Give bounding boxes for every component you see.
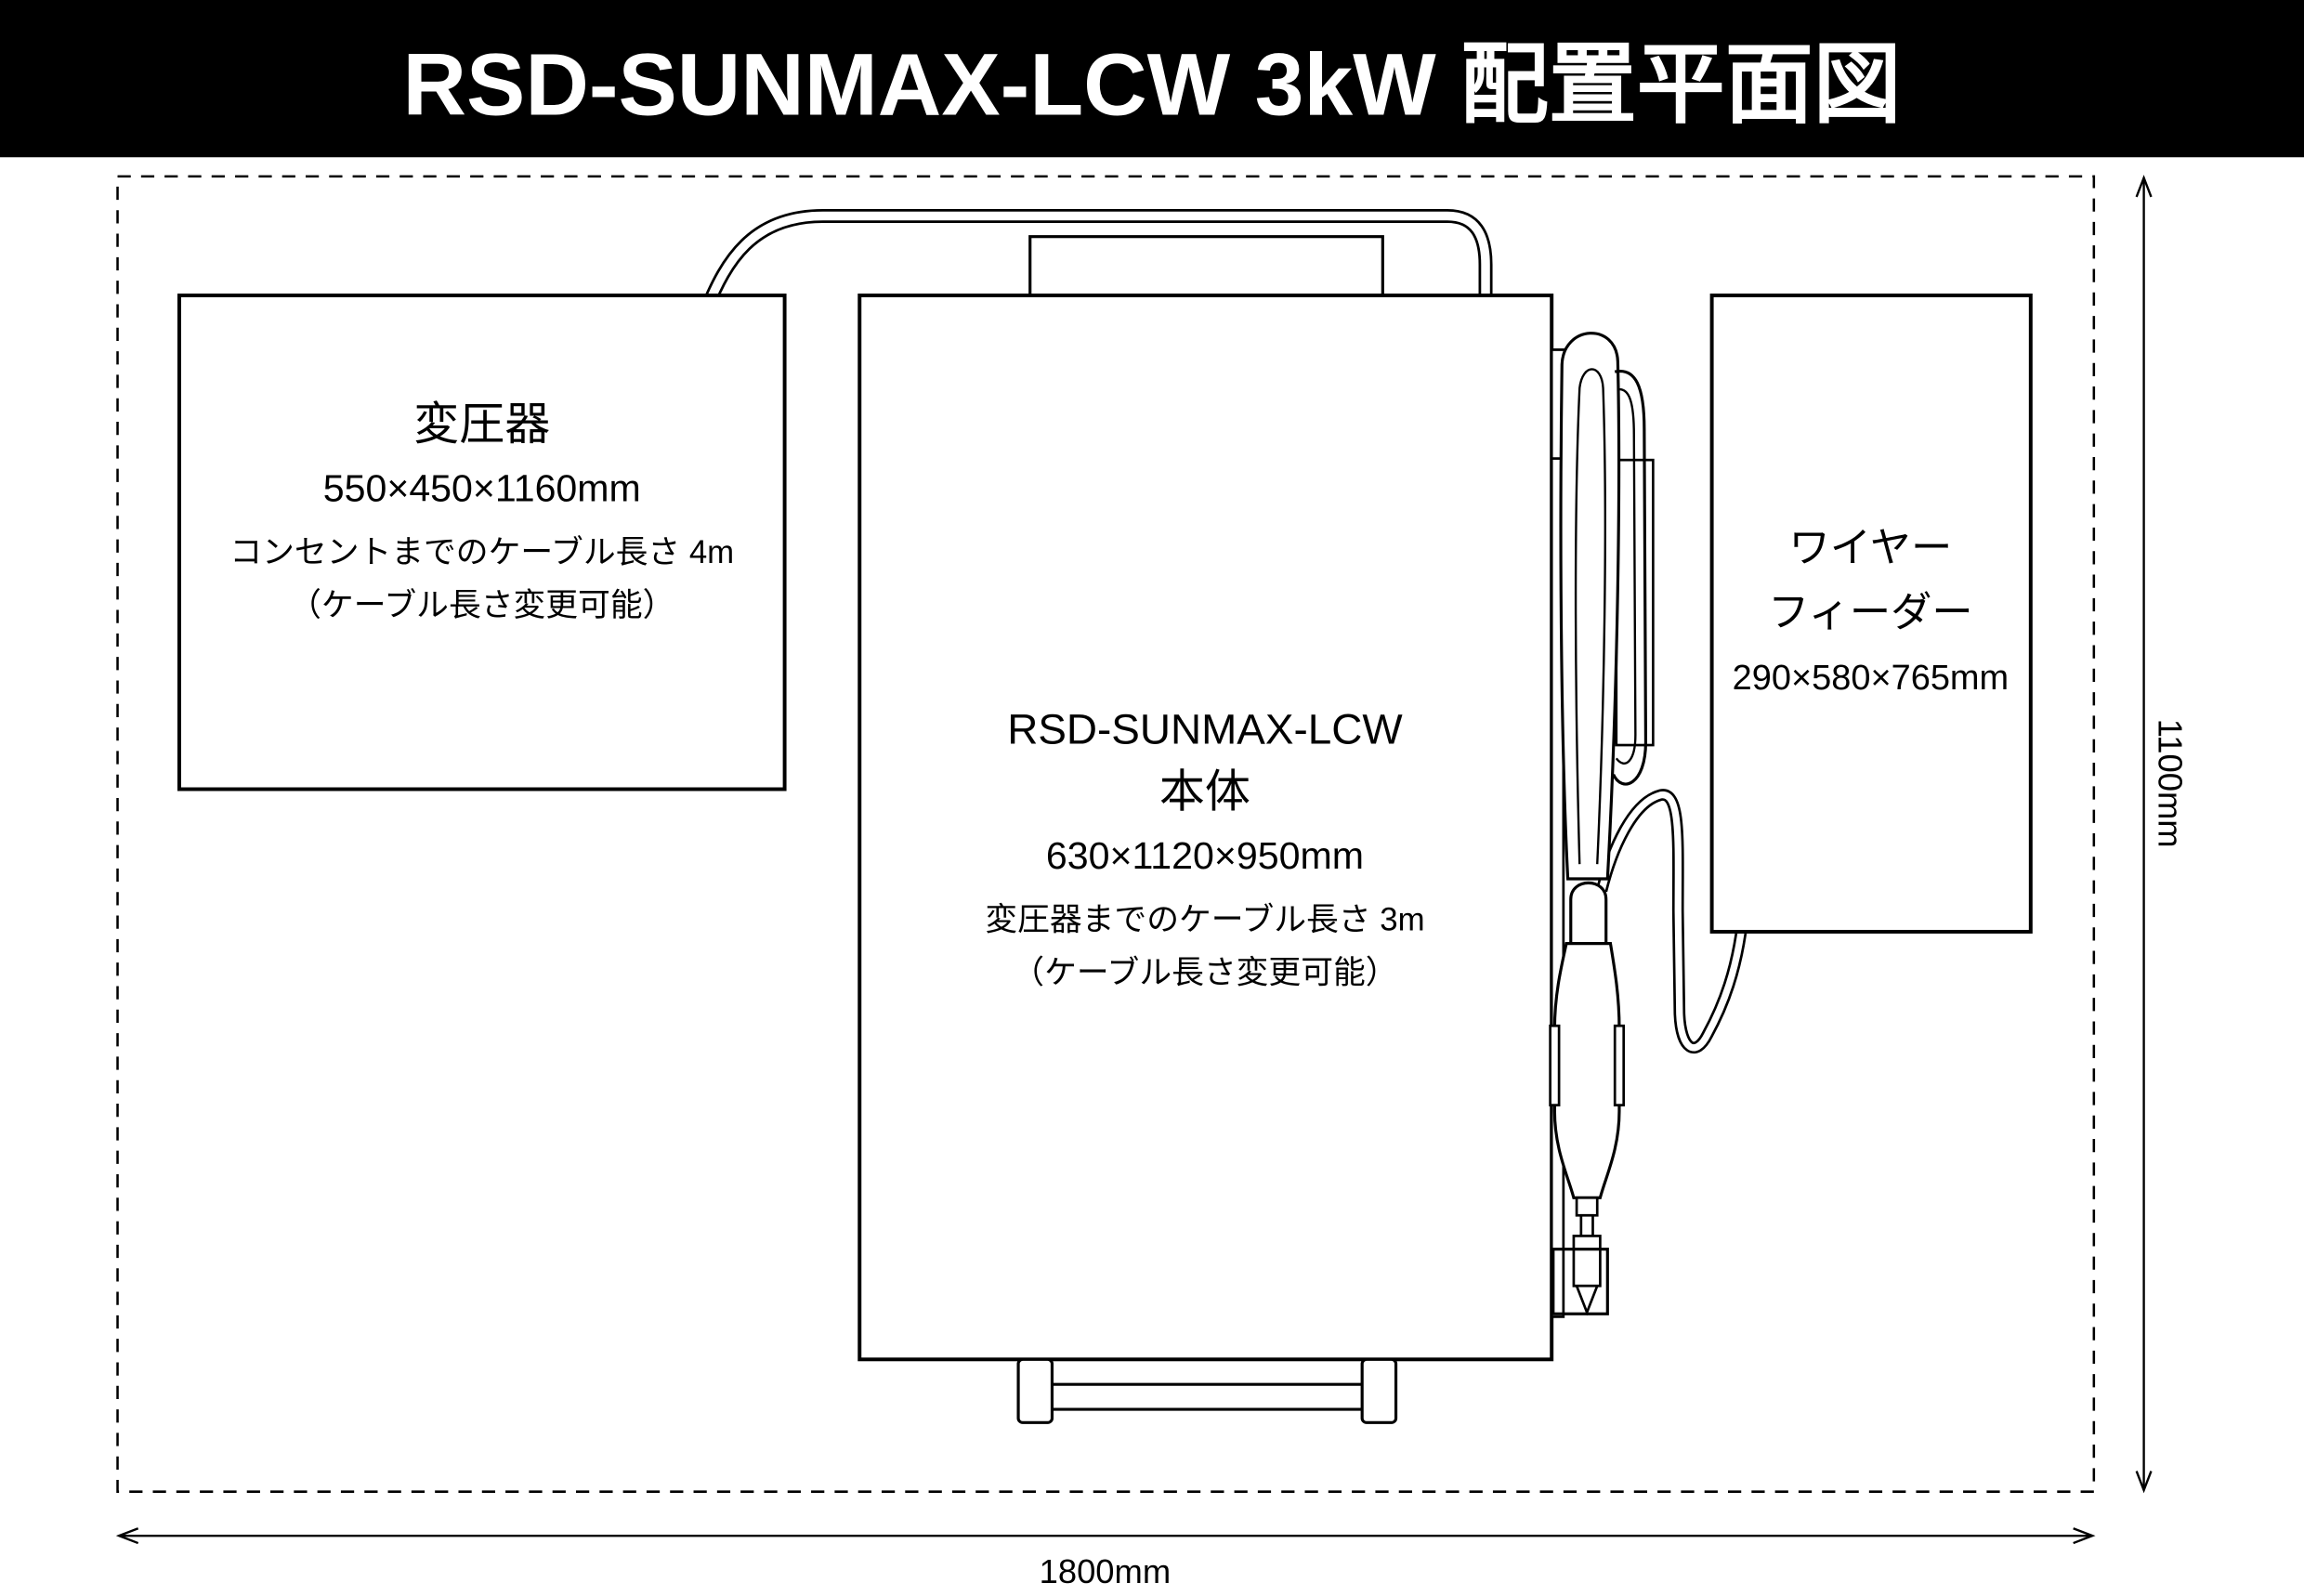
feeder-cable-core — [1598, 791, 1747, 1052]
width-dimension: 1800mm — [115, 1527, 2096, 1590]
coil-inner-loop — [1574, 368, 1606, 865]
transformer-size: 550×450×1160mm — [323, 466, 641, 509]
width-dimension-label: 1800mm — [1040, 1552, 1172, 1590]
torch-cable-coil — [1559, 332, 1648, 881]
wire-feeder-name-line2: フィーダー — [1768, 590, 1973, 635]
wire-feeder-size: 290×580×765mm — [1733, 659, 2009, 698]
installation-area-boundary — [116, 175, 2096, 1493]
torch-connector — [1569, 881, 1608, 946]
depth-arrowhead-top — [2135, 175, 2153, 198]
torch-holder-bracket — [1551, 1248, 1609, 1315]
depth-dimension-label: 1100mm — [2151, 719, 2189, 848]
transformer: 変圧器 550×450×1160mm コンセントまでのケーブル長さ 4m （ケー… — [177, 293, 787, 791]
torch-to-feeder-cable — [1595, 789, 1749, 1054]
depth-dimension: 1100mm — [2135, 175, 2189, 1494]
coil-right-loop — [1612, 369, 1648, 786]
wire-feeder: ワイヤー フィーダー 290×580×765mm — [1709, 293, 2033, 934]
torch-grip-right — [1613, 1024, 1626, 1106]
transformer-box — [177, 293, 787, 791]
torch-handle — [1552, 942, 1621, 1199]
width-arrowhead-right — [2073, 1527, 2096, 1545]
coil-outer-loop — [1559, 332, 1621, 881]
main-unit-top-handle — [1028, 235, 1384, 297]
transformer-cable-core — [702, 211, 1490, 310]
transformer-name: 変圧器 — [413, 399, 550, 450]
main-unit-box — [857, 293, 1554, 1362]
torch-grip-left — [1549, 1024, 1561, 1106]
coil-right-inner-loop — [1615, 388, 1637, 765]
main-unit-pull-handle — [1016, 1357, 1398, 1424]
torch-neck-joint — [1579, 1213, 1594, 1237]
transformer-cable-length: コンセントまでのケーブル長さ 4m — [229, 534, 734, 570]
torch-nozzle — [1572, 1235, 1602, 1288]
wire-feeder-box — [1709, 293, 2033, 934]
torch-tip — [1575, 1284, 1600, 1316]
torch-assembly — [1549, 332, 1749, 1318]
main-unit: RSD-SUNMAX-LCW 本体 630×1120×950mm 変圧器までのケ… — [857, 235, 1554, 1424]
torch-neck — [1575, 1196, 1599, 1217]
page-title: RSD-SUNMAX-LCW 3kW 配置平面図 — [403, 35, 1902, 134]
main-unit-name: 本体 — [1159, 766, 1250, 817]
transformer-to-unit-cable — [700, 209, 1493, 312]
wire-feeder-name-line1: ワイヤー — [1789, 525, 1953, 570]
main-unit-model: RSD-SUNMAX-LCW — [1007, 704, 1403, 752]
transformer-cable-note: （ケーブル長さ変更可能） — [289, 587, 674, 623]
main-unit-cable-note: （ケーブル長さ変更可能） — [1012, 954, 1397, 990]
main-unit-cable-length: 変圧器までのケーブル長さ 3m — [985, 901, 1424, 937]
main-unit-size: 630×1120×950mm — [1046, 834, 1364, 877]
pull-handle-post-left — [1016, 1357, 1054, 1424]
width-arrowhead-left — [115, 1527, 139, 1545]
welding-torch — [1549, 881, 1626, 1316]
depth-arrowhead-bottom — [2135, 1471, 2153, 1494]
pull-handle-post-right — [1360, 1357, 1398, 1424]
title-bar — [0, 0, 2304, 158]
